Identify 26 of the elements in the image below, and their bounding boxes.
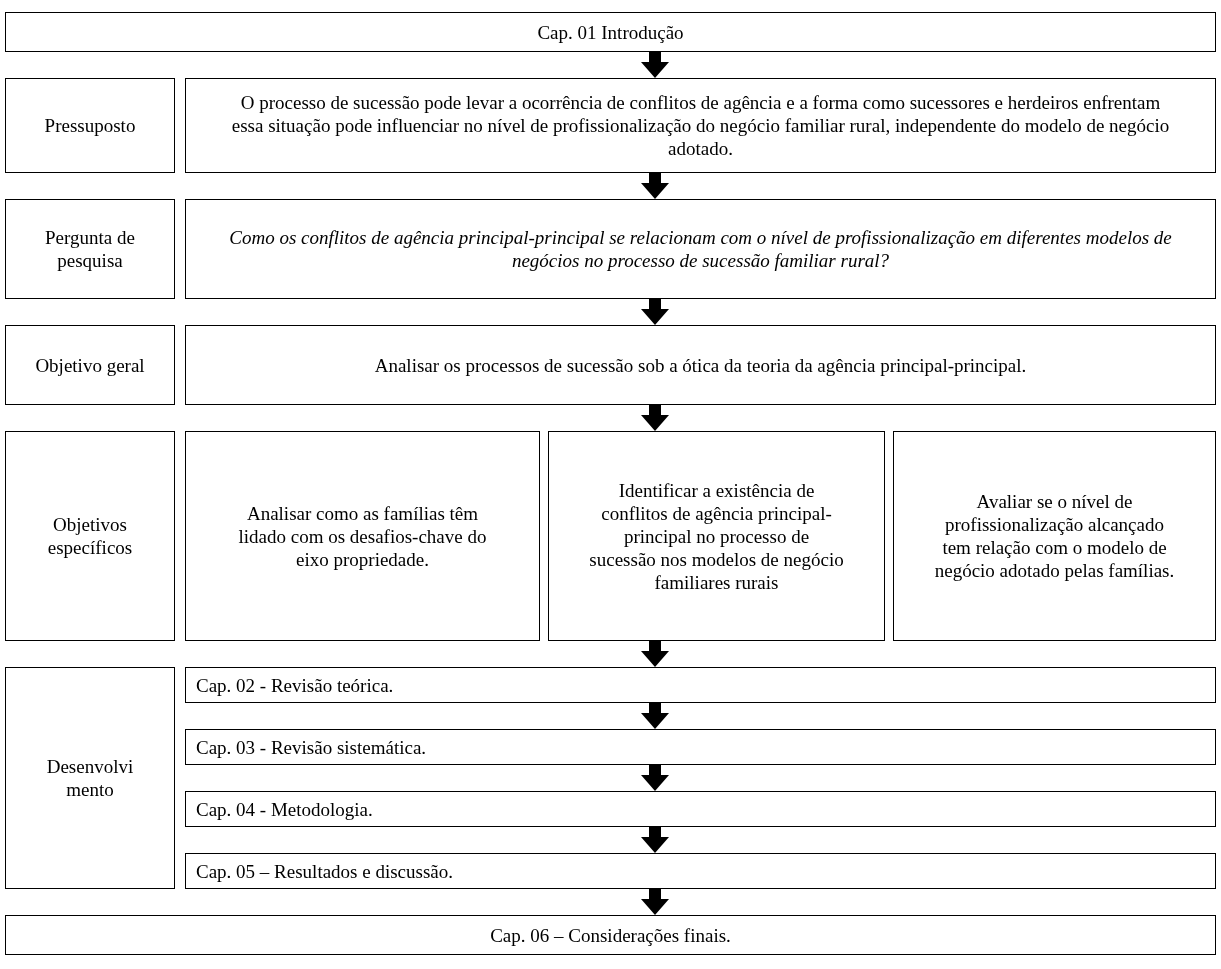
row-label-box: Pergunta de pesquisa	[5, 199, 175, 299]
arrow	[641, 299, 669, 325]
title-box: Cap. 01 Introdução	[5, 12, 1216, 52]
chapter-box: Cap. 04 - Metodologia.	[185, 791, 1216, 827]
row-label-box: Desenvolvi mento	[5, 667, 175, 889]
arrow	[641, 173, 669, 199]
row-label-box: Objetivo geral	[5, 325, 175, 405]
row-label-box: Objetivos específicos	[5, 431, 175, 641]
text-box: O processo de sucessão pode levar a ocorrência de conflitos de agência e a forma como sucessores e herdeiros enfrentam essa situação pode influenciar no nível de profissionalização do negócio familiar rural, independente do modelo de negócio adotado.	[185, 78, 1216, 173]
arrow	[641, 703, 669, 729]
text-box: Avaliar se o nível de profissionalização alcançado tem relação com o modelo de negócio adotado pelas famílias.	[893, 431, 1216, 641]
title-box: Cap. 06 – Considerações finais.	[5, 915, 1216, 955]
text-box: Identificar a existência de conflitos de agência principal-principal no processo de sucessão nos modelos de negócio familiares rurais	[548, 431, 885, 641]
text-box: Como os conflitos de agência principal-principal se relacionam com o nível de profissionalização em diferentes modelos de negócios no processo de sucessão familiar rural?	[185, 199, 1216, 299]
arrow	[641, 765, 669, 791]
arrow	[641, 641, 669, 667]
arrow	[641, 52, 669, 78]
text-box: Analisar como as famílias têm lidado com os desafios-chave do eixo propriedade.	[185, 431, 540, 641]
row-label-box: Pressuposto	[5, 78, 175, 173]
arrow	[641, 889, 669, 915]
arrow	[641, 405, 669, 431]
text-box: Analisar os processos de sucessão sob a ótica da teoria da agência principal-principal.	[185, 325, 1216, 405]
chapter-box: Cap. 05 – Resultados e discussão.	[185, 853, 1216, 889]
arrow	[641, 827, 669, 853]
chapter-box: Cap. 03 - Revisão sistemática.	[185, 729, 1216, 765]
chapter-box: Cap. 02 - Revisão teórica.	[185, 667, 1216, 703]
